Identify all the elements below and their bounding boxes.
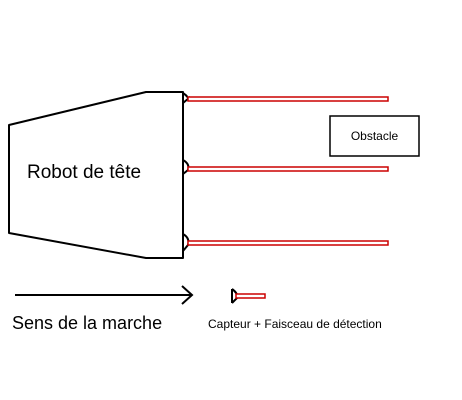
sensor-middle — [182, 159, 389, 175]
obstacle-box — [329, 115, 420, 157]
sensor-beam-icon — [231, 288, 266, 304]
robot-body — [8, 91, 184, 259]
sensor-bottom — [182, 233, 389, 252]
sensor-bottom-beam — [187, 240, 389, 246]
sensor-top — [182, 92, 389, 104]
robot-label: Robot de tête — [27, 162, 142, 183]
sensor-middle-beam — [187, 166, 389, 172]
right-arrow-icon — [15, 285, 194, 305]
direction-label: Sens de la marche — [12, 313, 163, 333]
sensor-top-beam — [187, 96, 389, 102]
obstacle-label: Obstacle — [350, 129, 399, 143]
legend-label: Capteur + Faisceau de détection — [208, 317, 382, 331]
